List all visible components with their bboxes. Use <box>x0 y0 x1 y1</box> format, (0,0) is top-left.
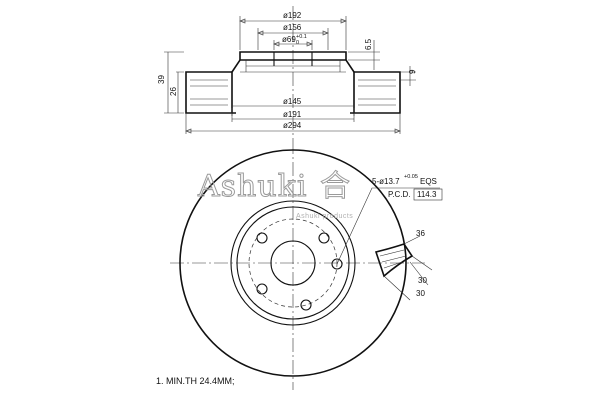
rotor-ring-right <box>353 71 401 114</box>
dim-69-tol-lower: 0 <box>296 40 299 46</box>
bolt-hole-spec: 5-ø13.7 <box>372 177 400 186</box>
dim-69-label: ø69 <box>282 35 296 44</box>
center-bore-circle <box>270 240 316 286</box>
section-view: ø192 ø156 ø69 +0.1 0 6.5 9 <box>157 6 417 140</box>
hat-inner-circle <box>236 206 350 320</box>
dim-156-label: ø156 <box>283 23 302 32</box>
rotor-ring-left <box>185 71 233 114</box>
dim-294: ø294 <box>185 113 401 134</box>
dim-191-label: ø191 <box>283 110 302 119</box>
hat-walls <box>231 59 355 114</box>
bolt-hole-suffix: EQS <box>420 177 437 186</box>
dim-9-label: 9 <box>408 69 417 74</box>
dim-156: ø156 <box>257 23 329 50</box>
bolt-holes <box>256 232 343 311</box>
pcd-box <box>413 188 443 201</box>
dim-69: ø69 +0.1 0 <box>273 34 313 50</box>
min-thickness-note: 1. MIN.TH 24.4MM; <box>156 376 235 386</box>
brand-watermark: Ashuki 合 Ashuki products <box>197 169 353 221</box>
bolt-hole-callout: 5-ø13.7 +0.05 EQS P.C.D. 114.3 <box>336 174 443 265</box>
dim-6-5: 6.5 <box>348 38 380 70</box>
pcd-label: P.C.D. <box>388 190 411 199</box>
dim-6-5-label: 6.5 <box>364 38 373 50</box>
vane-dim-36: 36 <box>416 229 425 238</box>
bolt-hole <box>256 232 268 244</box>
bolt-hole <box>256 283 268 295</box>
vane-shape <box>374 243 414 278</box>
pcd-circle <box>248 218 338 308</box>
dim-69-tol-upper: +0.1 <box>296 34 307 40</box>
vane-dim-30-a: 30 <box>418 276 427 285</box>
vane-detail: 36 30 30 <box>374 229 433 301</box>
dim-192-label: ø192 <box>283 11 302 20</box>
vent-slots-left <box>190 79 228 106</box>
dim-39-label: 39 <box>157 75 166 84</box>
dim-294-label: ø294 <box>283 121 302 130</box>
front-view: 5-ø13.7 +0.05 EQS P.C.D. 114.3 36 30 30 <box>170 140 443 390</box>
bolt-hole <box>318 232 330 244</box>
dim-191: ø191 <box>231 110 355 122</box>
watermark-glyph: 合 <box>320 169 351 204</box>
watermark-brand: Ashuki <box>197 169 307 204</box>
hat-inner <box>240 60 346 73</box>
dim-192: ø192 <box>239 11 347 50</box>
dim-9: 9 <box>400 66 417 86</box>
vane-hatch <box>379 249 407 269</box>
dim-39-26: 39 26 <box>157 51 184 114</box>
dim-145-label: ø145 <box>283 97 302 106</box>
pcd-value: 114.3 <box>417 190 437 199</box>
dim-26-label: 26 <box>169 87 178 96</box>
vane-dim-30-b: 30 <box>416 289 425 298</box>
watermark-tagline: Ashuki products <box>296 213 353 220</box>
center-bore <box>273 52 313 66</box>
hat-outer-circle <box>230 200 356 326</box>
hat-top <box>239 51 347 60</box>
vent-slots-right <box>358 79 396 106</box>
disc-outer-edge <box>179 149 407 377</box>
bolt-hole <box>331 258 343 270</box>
bolt-hole <box>300 299 312 311</box>
bolt-hole-tol: +0.05 <box>404 174 418 180</box>
